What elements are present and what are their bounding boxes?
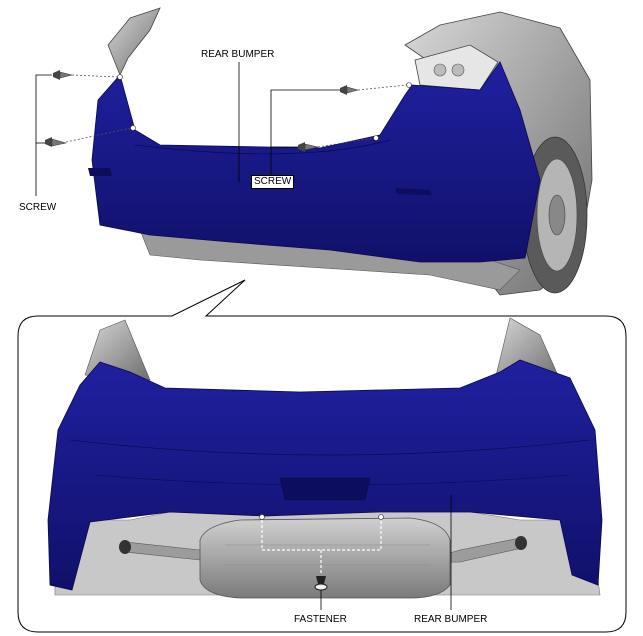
label-fastener: FASTENER xyxy=(294,614,347,625)
label-rear-bumper-top: REAR BUMPER xyxy=(201,49,275,60)
label-rear-bumper-bottom: REAR BUMPER xyxy=(414,614,488,625)
rear-bumper-lower xyxy=(47,359,603,591)
label-screw-left: SCREW xyxy=(19,202,57,213)
fastener-bracket xyxy=(261,520,382,551)
screw-left-bottom xyxy=(45,137,67,147)
tailgate-left-edge xyxy=(107,7,161,77)
lower-view xyxy=(47,317,603,610)
upper-view xyxy=(35,7,593,296)
leader-screw-left xyxy=(35,74,52,196)
rear-bumper-upper xyxy=(91,61,541,263)
screw-right-bottom xyxy=(298,142,319,152)
fastener-icon xyxy=(314,576,328,591)
screw-left-top xyxy=(53,70,73,80)
label-screw-right: SCREW xyxy=(251,175,295,189)
screw-right-top xyxy=(340,85,359,95)
